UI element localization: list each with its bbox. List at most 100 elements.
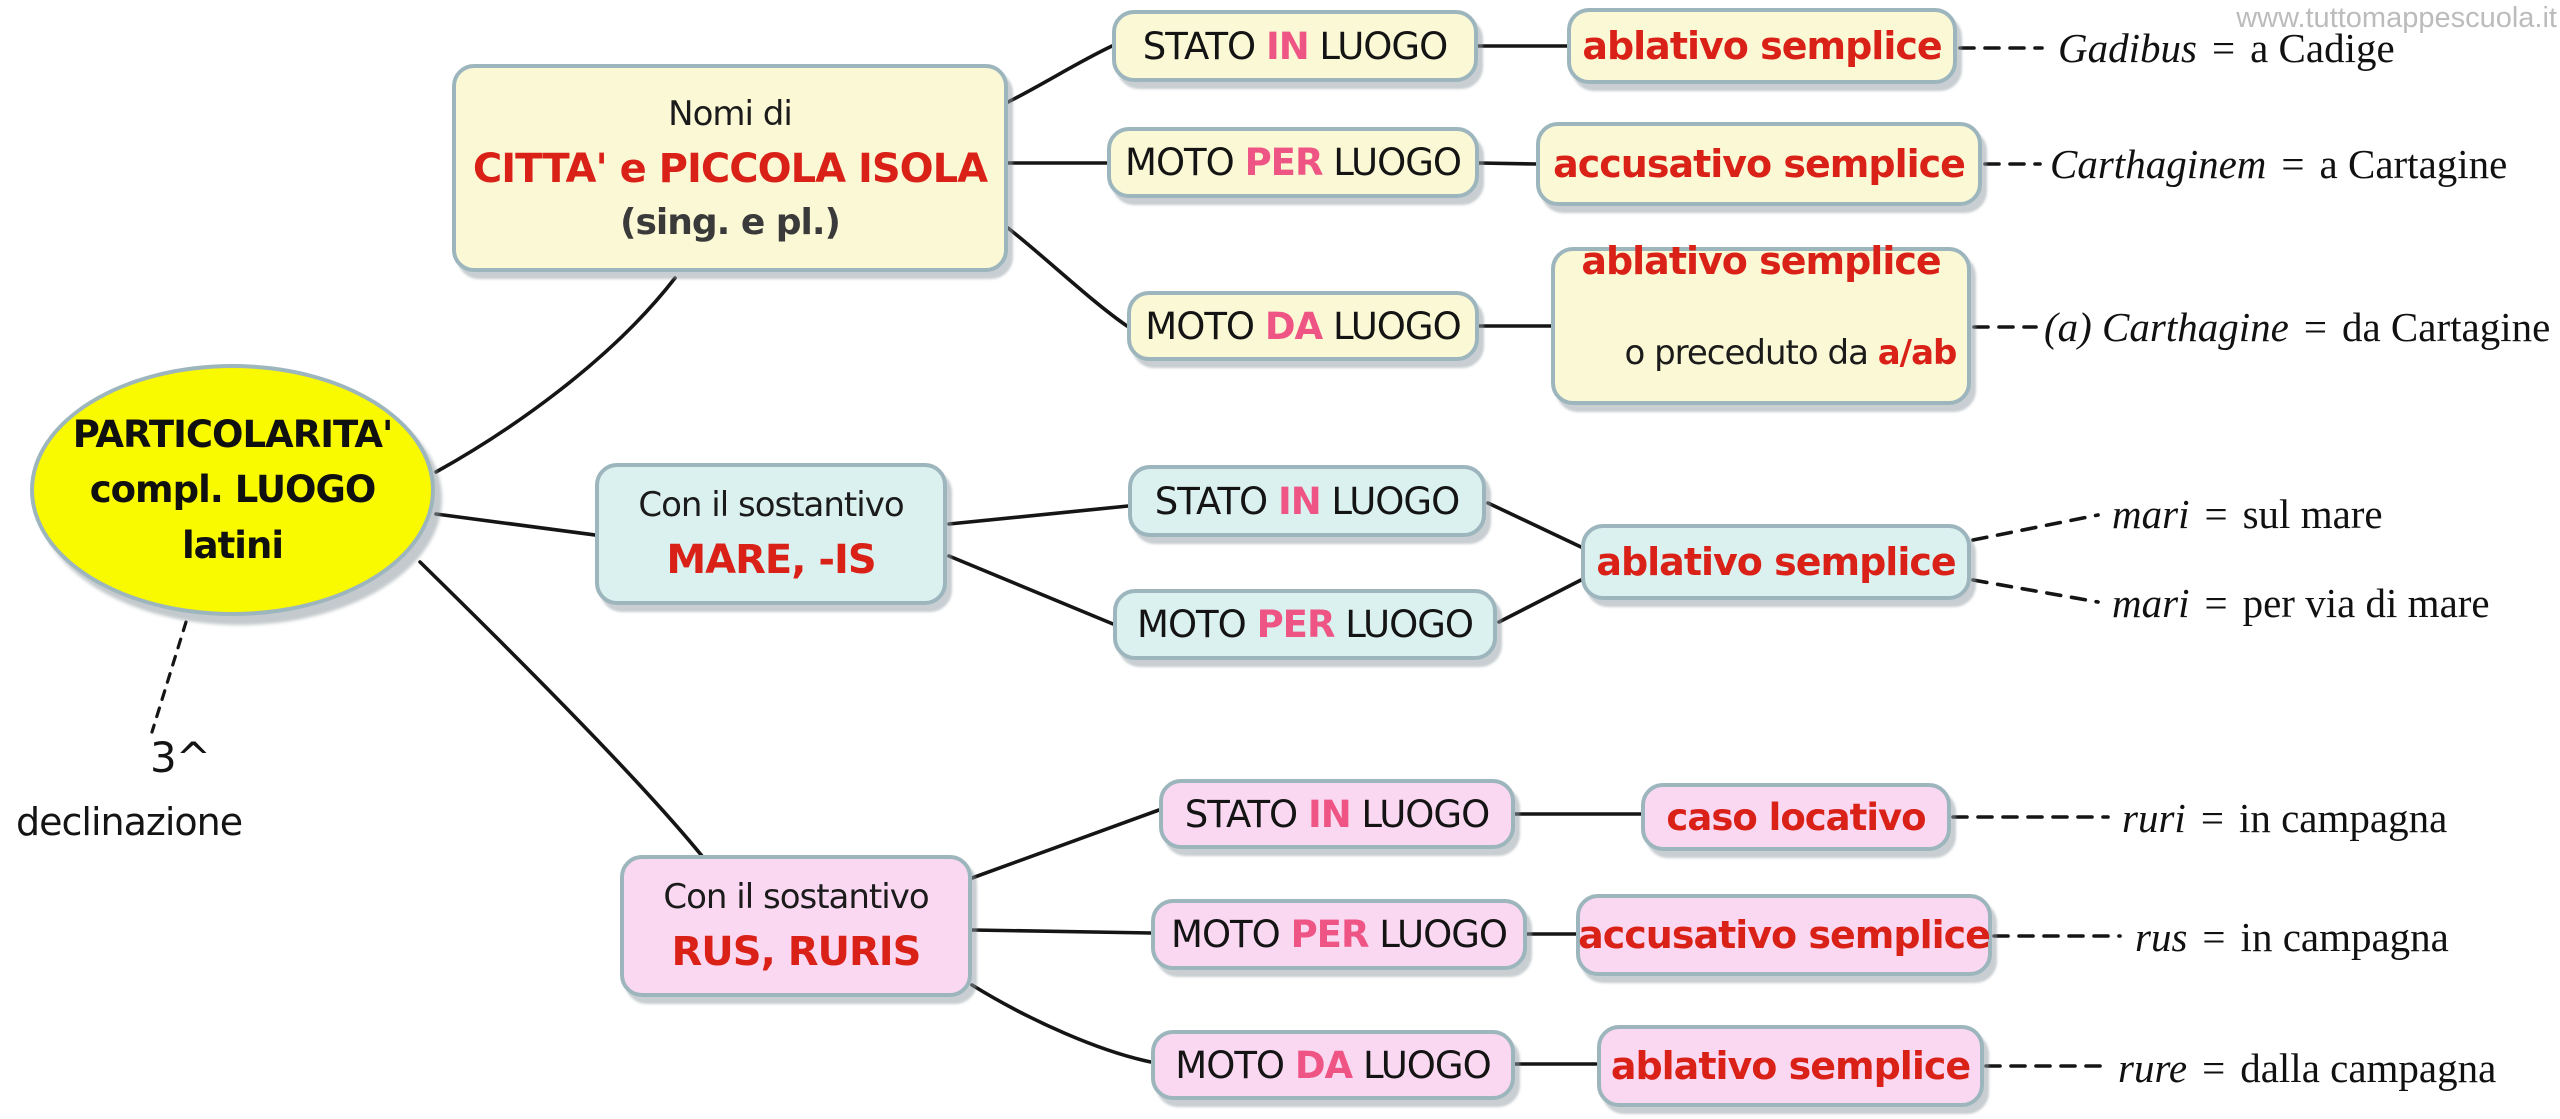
root-node: PARTICOLARITA' compl. LUOGO latini [30, 364, 435, 616]
example-ruri: ruri = in campagna [2122, 794, 2447, 842]
case-rus-motoper-post: LUOGO [1368, 913, 1508, 956]
case-citta-moto-da-luogo: MOTO DA LUOGO [1127, 291, 1479, 361]
note-declination-number: 3^ [150, 733, 211, 782]
example-rus: rus = in campagna [2135, 913, 2449, 961]
connector-root-citta [434, 276, 677, 474]
example-rus-equals: = [2202, 914, 2226, 960]
example-gadibus-italian: a Cadige [2250, 25, 2395, 71]
group-citta-title2: CITTA' e PICCOLA ISOLA [472, 145, 988, 192]
case-citta-motoper-hl: PER [1244, 141, 1324, 184]
result-rus-moto-per: accusativo semplice [1576, 894, 1992, 976]
case-mare-stato-pre: STATO [1154, 479, 1278, 523]
connector-root-note [150, 620, 188, 734]
case-rus-motoper-pre: MOTO [1171, 913, 1291, 956]
case-rus-stato-hl: IN [1307, 792, 1352, 836]
result-mare-label: ablativo semplice [1596, 540, 1956, 584]
example-mari-2: mari=per via di mare [2112, 579, 2490, 627]
example-mari-2-italian: per via di mare [2242, 580, 2490, 626]
case-rus-motoda-post: LUOGO [1352, 1043, 1492, 1087]
case-rus-stato-pre: STATO [1184, 792, 1308, 836]
result-citta-stato: ablativo semplice [1567, 8, 1957, 84]
connector-rus-motoda [970, 983, 1153, 1064]
case-mare-stato-post: LUOGO [1320, 479, 1460, 523]
example-gadibus-equals: = [2211, 25, 2236, 71]
connector-root-mare [434, 512, 597, 537]
root-node-line2: compl. LUOGO [89, 468, 377, 512]
connector-mare-motoper [947, 554, 1115, 626]
connector-mare-example1 [1971, 513, 2100, 542]
group-citta-title3: (sing. e pl.) [619, 201, 841, 243]
group-citta-piccola-isola: Nomi di CITTA' e PICCOLA ISOLA (sing. e … [452, 64, 1008, 272]
group-rus: Con il sostantivo RUS, RURIS [620, 855, 972, 997]
example-rure-italian: dalla campagna [2240, 1045, 2497, 1091]
example-ruri-latin: ruri [2122, 795, 2186, 841]
connector-citta-stato [1006, 44, 1114, 104]
case-citta-motoda-post: LUOGO [1322, 304, 1462, 348]
example-mari-1: mari = sul mare [2112, 490, 2383, 538]
connector-citta-motoper-result [1477, 161, 1538, 166]
case-rus-motoper-hl: PER [1290, 913, 1370, 956]
result-citta-moto-per: accusativo semplice [1536, 122, 1982, 206]
case-rus-stato-post: LUOGO [1350, 792, 1490, 836]
group-mare: Con il sostantivo MARE, -IS [595, 463, 947, 605]
connector-citta-motoda [1006, 226, 1129, 328]
group-rus-title1: Con il sostantivo [663, 877, 929, 917]
example-carthaginem: Carthaginem=a Cartagine [2050, 140, 2507, 188]
result-rus-moto-per-label: accusativo semplice [1578, 913, 1991, 957]
group-mare-title2: MARE, -IS [666, 537, 876, 583]
connector-mare-stato-result [1486, 501, 1583, 549]
connector-root-rus [418, 560, 704, 858]
example-carthaginem-latin: Carthaginem [2050, 141, 2267, 187]
example-gadibus: Gadibus = a Cadige [2058, 24, 2395, 72]
case-mare-stato-hl: IN [1277, 479, 1322, 523]
watermark: www.tuttomappescuola.it [2236, 2, 2557, 34]
example-carthagine-italian: da Cartagine [2341, 304, 2551, 350]
example-rus-italian: in campagna [2240, 914, 2449, 960]
case-mare-stato-in-luogo: STATO IN LUOGO [1128, 465, 1486, 537]
example-gadibus-latin: Gadibus [2058, 25, 2197, 71]
case-citta-motoda-hl: DA [1264, 304, 1323, 348]
root-node-line1: PARTICOLARITA' [72, 412, 394, 456]
example-mari-1-equals: = [2204, 491, 2228, 537]
case-citta-motoda-pre: MOTO [1145, 304, 1265, 348]
case-citta-motoper-post: LUOGO [1322, 141, 1462, 184]
example-rus-latin: rus [2135, 914, 2188, 960]
case-mare-motoper-post: LUOGO [1334, 603, 1474, 646]
connector-mare-motoper-result [1497, 578, 1583, 624]
result-citta-moto-da: ablativo semplice o preceduto da a/ab [1551, 239, 1971, 405]
example-carthagine-latin: (a) Carthagine [2044, 304, 2289, 350]
case-citta-stato-hl: IN [1265, 24, 1310, 68]
example-mari-1-italian: sul mare [2242, 491, 2383, 537]
example-mari-2-latin: mari [2112, 580, 2190, 626]
example-ruri-equals: = [2200, 795, 2224, 841]
case-mare-moto-per-luogo: MOTO PER LUOGO [1113, 589, 1497, 660]
result-citta-moto-da-line1: ablativo semplice [1581, 239, 1941, 283]
case-citta-moto-per-luogo: MOTO PER LUOGO [1107, 127, 1479, 198]
example-carthagine: (a) Carthagine = da Cartagine [2044, 303, 2550, 351]
case-citta-motoper-pre: MOTO [1125, 141, 1245, 184]
case-rus-moto-per-luogo: MOTO PER LUOGO [1151, 899, 1527, 970]
case-citta-stato-post: LUOGO [1308, 24, 1448, 68]
root-node-line3: latini [181, 523, 284, 567]
result-mare: ablativo semplice [1581, 524, 1971, 600]
result-rus-moto-da-label: ablativo semplice [1610, 1044, 1971, 1088]
example-rure: rure=dalla campagna [2118, 1044, 2496, 1092]
case-mare-motoper-pre: MOTO [1137, 603, 1257, 646]
case-citta-stato-pre: STATO [1142, 24, 1266, 68]
result-rus-stato-label: caso locativo [1666, 795, 1926, 839]
result-citta-moto-per-label: accusativo semplice [1553, 142, 1966, 186]
connector-rus-motoper [970, 928, 1153, 935]
result-rus-moto-da: ablativo semplice [1597, 1025, 1984, 1107]
case-mare-motoper-hl: PER [1256, 603, 1336, 646]
example-ruri-italian: in campagna [2238, 795, 2448, 841]
example-rure-equals: = [2202, 1045, 2226, 1091]
case-citta-stato-in-luogo: STATO IN LUOGO [1112, 10, 1478, 82]
case-rus-moto-da-luogo: MOTO DA LUOGO [1151, 1030, 1515, 1100]
result-citta-moto-da-line2-hl: a/ab [1877, 333, 1958, 373]
note-declination-word: declinazione [16, 800, 243, 844]
example-mari-1-latin: mari [2112, 491, 2190, 537]
example-carthaginem-equals: = [2281, 141, 2305, 187]
example-carthagine-equals: = [2303, 304, 2327, 350]
